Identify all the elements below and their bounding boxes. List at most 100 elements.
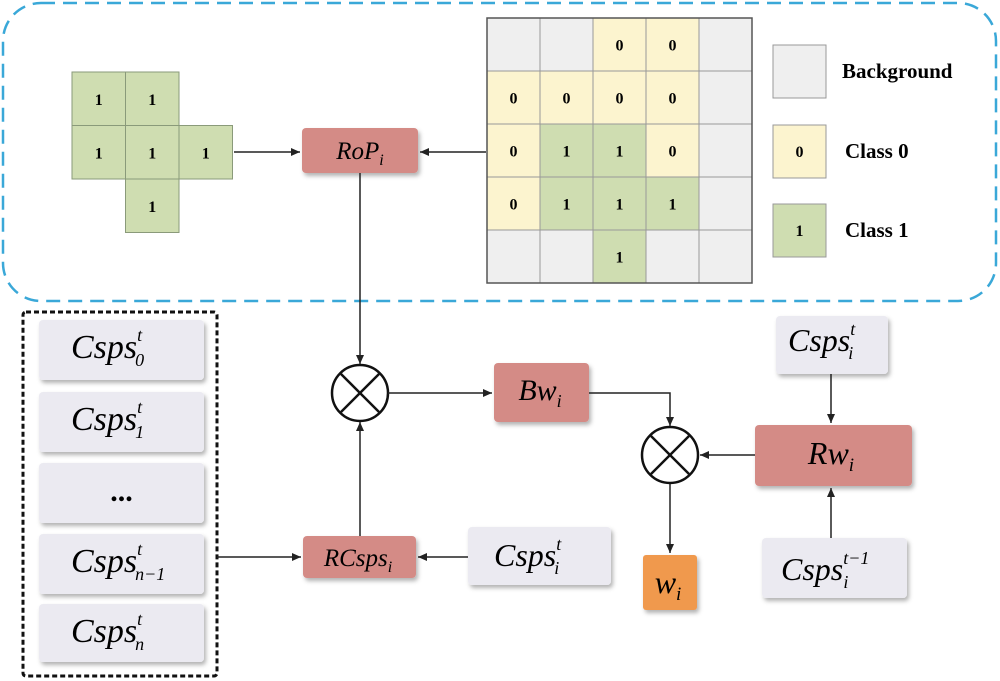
legend-class0-label: Class 0	[845, 139, 909, 163]
csps-stack-frame	[21, 310, 219, 678]
csps-stack-item	[39, 392, 204, 452]
svg-text:RoPi: RoPi	[335, 138, 384, 169]
csps-stack-sub: n	[135, 634, 144, 654]
class-map-cell-value: 0	[563, 91, 571, 108]
csps-mid-sub: i	[554, 558, 559, 578]
csps-bottom-right-node: Cspst−1 i	[762, 538, 907, 598]
legend-class0-swatch	[772, 124, 827, 179]
csps-stack-base: Csps	[71, 329, 137, 366]
csps-bottom-right-sub: i	[843, 572, 848, 592]
cross-cell-value: 1	[148, 199, 156, 216]
csps-stack-base: Csps	[71, 613, 137, 650]
cross-cell-value: 1	[148, 92, 156, 109]
svg-text:Rwi: Rwi	[807, 435, 854, 476]
rw-base: Rw	[807, 435, 850, 471]
class-map-cell-value: 0	[510, 144, 518, 161]
legend-background-swatch	[772, 44, 827, 99]
class-map-cell	[592, 176, 647, 231]
class-map-cell-value: 0	[669, 91, 677, 108]
legend-class1-symbol: 1	[796, 223, 804, 240]
csps-stack-ellipsis: ...	[110, 475, 133, 508]
rw-sub: i	[849, 455, 854, 476]
cross-cell-value: 1	[95, 92, 103, 109]
csps-stack-item	[39, 463, 204, 523]
class-map-cell	[486, 17, 541, 72]
class-map-cell-value: 1	[563, 144, 571, 161]
cross-cell-value: 1	[202, 145, 210, 162]
class-map-cell	[645, 229, 700, 284]
bw-sub: i	[557, 391, 562, 411]
class-map-cell-value: 1	[563, 197, 571, 214]
rw-node: Rwi	[755, 425, 912, 486]
class-map-cell-value: 0	[616, 91, 624, 108]
roi-dashed-region	[1, 1, 998, 303]
class-map-cell-value: 1	[616, 197, 624, 214]
class-map-cell-value: 0	[669, 144, 677, 161]
class-map-cell-value: 0	[510, 197, 518, 214]
cross-cell	[71, 125, 126, 180]
class-map-cell	[698, 123, 753, 178]
csps-stack-sup: t	[137, 325, 143, 345]
class-map-cell-value: 1	[669, 197, 677, 214]
cross-cell	[125, 178, 180, 233]
class-map-cell	[698, 70, 753, 125]
csps-top-right-sup: t	[850, 319, 856, 339]
class-map-cell	[539, 70, 594, 125]
legend: Background 0 Class 0 1 Class 1	[772, 44, 953, 258]
csps-stack-sup: t	[137, 539, 143, 559]
w-node: wi	[643, 555, 697, 610]
legend-class0: 0 Class 0	[772, 124, 909, 179]
svg-text:RCspsi: RCspsi	[323, 545, 392, 576]
multiply-operator-1	[330, 363, 390, 423]
csps-top-right-base: Csps	[788, 322, 850, 358]
class-map-cell	[539, 17, 594, 72]
class-map-cell	[539, 123, 594, 178]
csps-mid-base: Csps	[494, 537, 556, 573]
w-base: w	[655, 564, 677, 600]
legend-class1-swatch	[772, 203, 827, 258]
svg-text:Bwi: Bwi	[518, 374, 561, 411]
csps-stack-item	[39, 604, 204, 662]
cross-cell	[178, 125, 233, 180]
bw-node: Bwi	[494, 363, 589, 422]
legend-class1-label: Class 1	[845, 218, 909, 242]
class-map-cell	[698, 17, 753, 72]
rcsps-base: RCsps	[323, 545, 388, 572]
legend-class1: 1 Class 1	[772, 203, 909, 258]
rop-base: RoP	[335, 138, 379, 165]
legend-class0-symbol: 0	[796, 144, 804, 161]
arrow-bw-to-mult2	[589, 392, 674, 426]
svg-text:Cspst−1i: Cspst−1 i	[781, 548, 869, 592]
csps-stack-sub: 0	[135, 350, 144, 370]
class-map-border	[486, 17, 753, 284]
class-map-cell	[539, 229, 594, 284]
class-map-cell	[486, 229, 541, 284]
rcsps-sub: i	[388, 559, 392, 576]
connectors	[217, 148, 835, 561]
class-map-cell	[698, 229, 753, 284]
rop-node: RoPi	[302, 128, 418, 173]
class-map-cell-value: 1	[616, 250, 624, 267]
csps-bottom-right-base: Csps	[781, 551, 843, 587]
class-map-cell-value: 0	[616, 38, 624, 55]
legend-background: Background	[772, 44, 953, 99]
class-map-cell	[698, 176, 753, 231]
multiply-operator-2	[640, 425, 700, 485]
csps-mid-sup: t	[556, 534, 562, 554]
cross-cell-value: 1	[148, 145, 156, 162]
csps-bottom-right-sup: t−1	[843, 548, 869, 568]
csps-stack-base: Csps	[71, 543, 137, 580]
csps-stack-sup: t	[137, 609, 143, 629]
class-map-cell	[592, 123, 647, 178]
class-map-cell-value: 0	[669, 38, 677, 55]
svg-text:wi: wi	[655, 564, 682, 605]
